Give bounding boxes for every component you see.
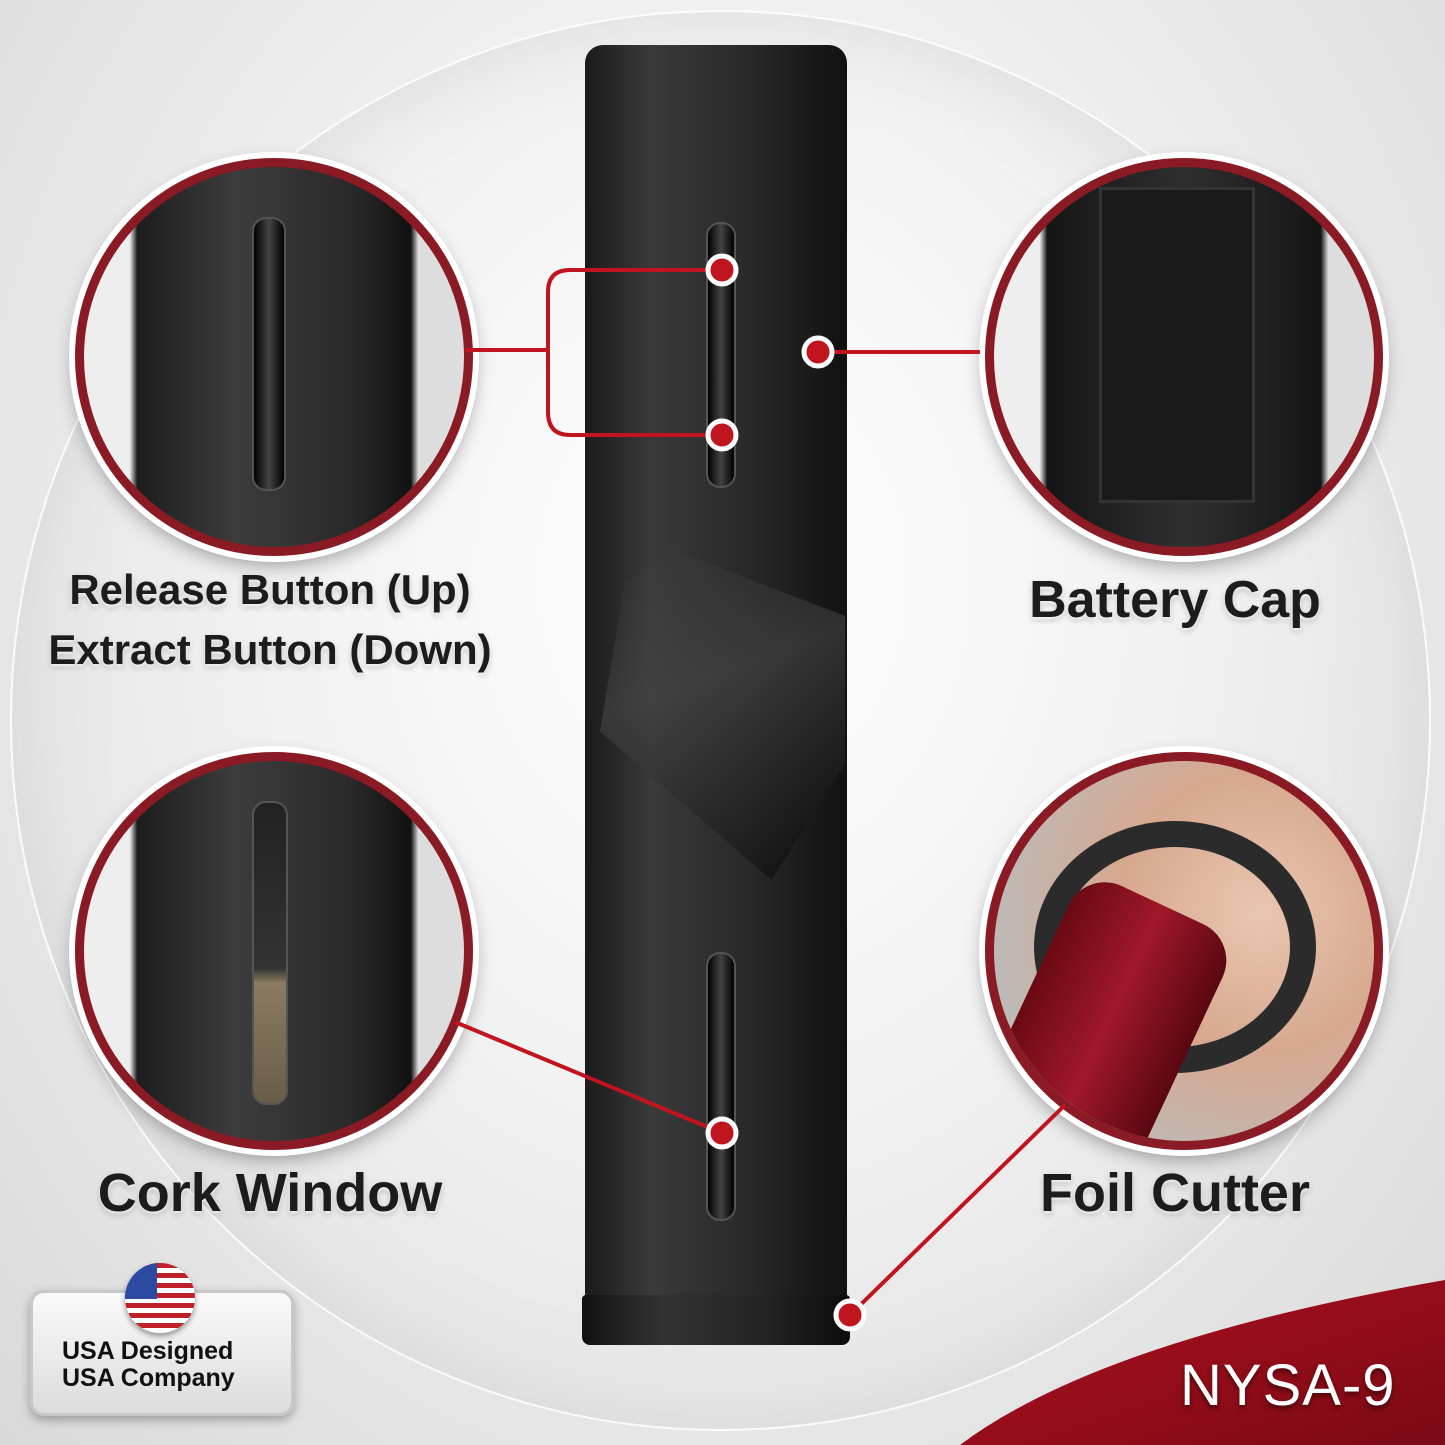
battery-compartment — [1099, 187, 1255, 503]
badge-line-2: USA Company — [62, 1364, 235, 1392]
label-foil-cutter: Foil Cutter — [1040, 1163, 1310, 1223]
callout-line-cork — [454, 1020, 723, 1135]
label-release: Release Button (Up) — [69, 566, 471, 613]
label-cork-window: Cork Window — [97, 1163, 443, 1223]
us-flag-icon — [125, 1263, 195, 1333]
cork-window-slot — [706, 952, 736, 1221]
brand-band — [960, 1280, 1445, 1445]
label-battery-cap: Battery Cap — [1029, 571, 1321, 629]
callout-line-foil — [848, 1103, 1067, 1317]
callout-dot-battery — [801, 335, 835, 369]
callout-line-extract — [546, 350, 722, 437]
callout-dot-cork — [705, 1116, 739, 1150]
callout-dot-release — [705, 253, 739, 287]
device-base-foil-cutter — [582, 1295, 850, 1345]
zoom-circle-battery — [985, 158, 1383, 556]
background-swoosh — [10, 10, 1431, 1431]
model-name: NYSA-9 — [1180, 1353, 1396, 1418]
badge-text: USA Designed USA Company — [62, 1338, 235, 1392]
zoomed-cork-window — [252, 801, 288, 1105]
callout-dot-foil — [833, 1298, 867, 1332]
zoomed-button-slot — [252, 217, 286, 491]
zoom-circle-cork — [75, 752, 473, 1150]
callout-line-release — [465, 268, 722, 352]
zoom-circle-foil — [985, 752, 1383, 1150]
badge-line-1: USA Designed — [62, 1337, 234, 1365]
label-extract: Extract Button (Down) — [48, 626, 492, 673]
zoom-circle-buttons — [75, 158, 473, 556]
callout-dot-extract — [705, 418, 739, 452]
label-release-extract: Release Button (Up) Extract Button (Down… — [30, 560, 510, 680]
